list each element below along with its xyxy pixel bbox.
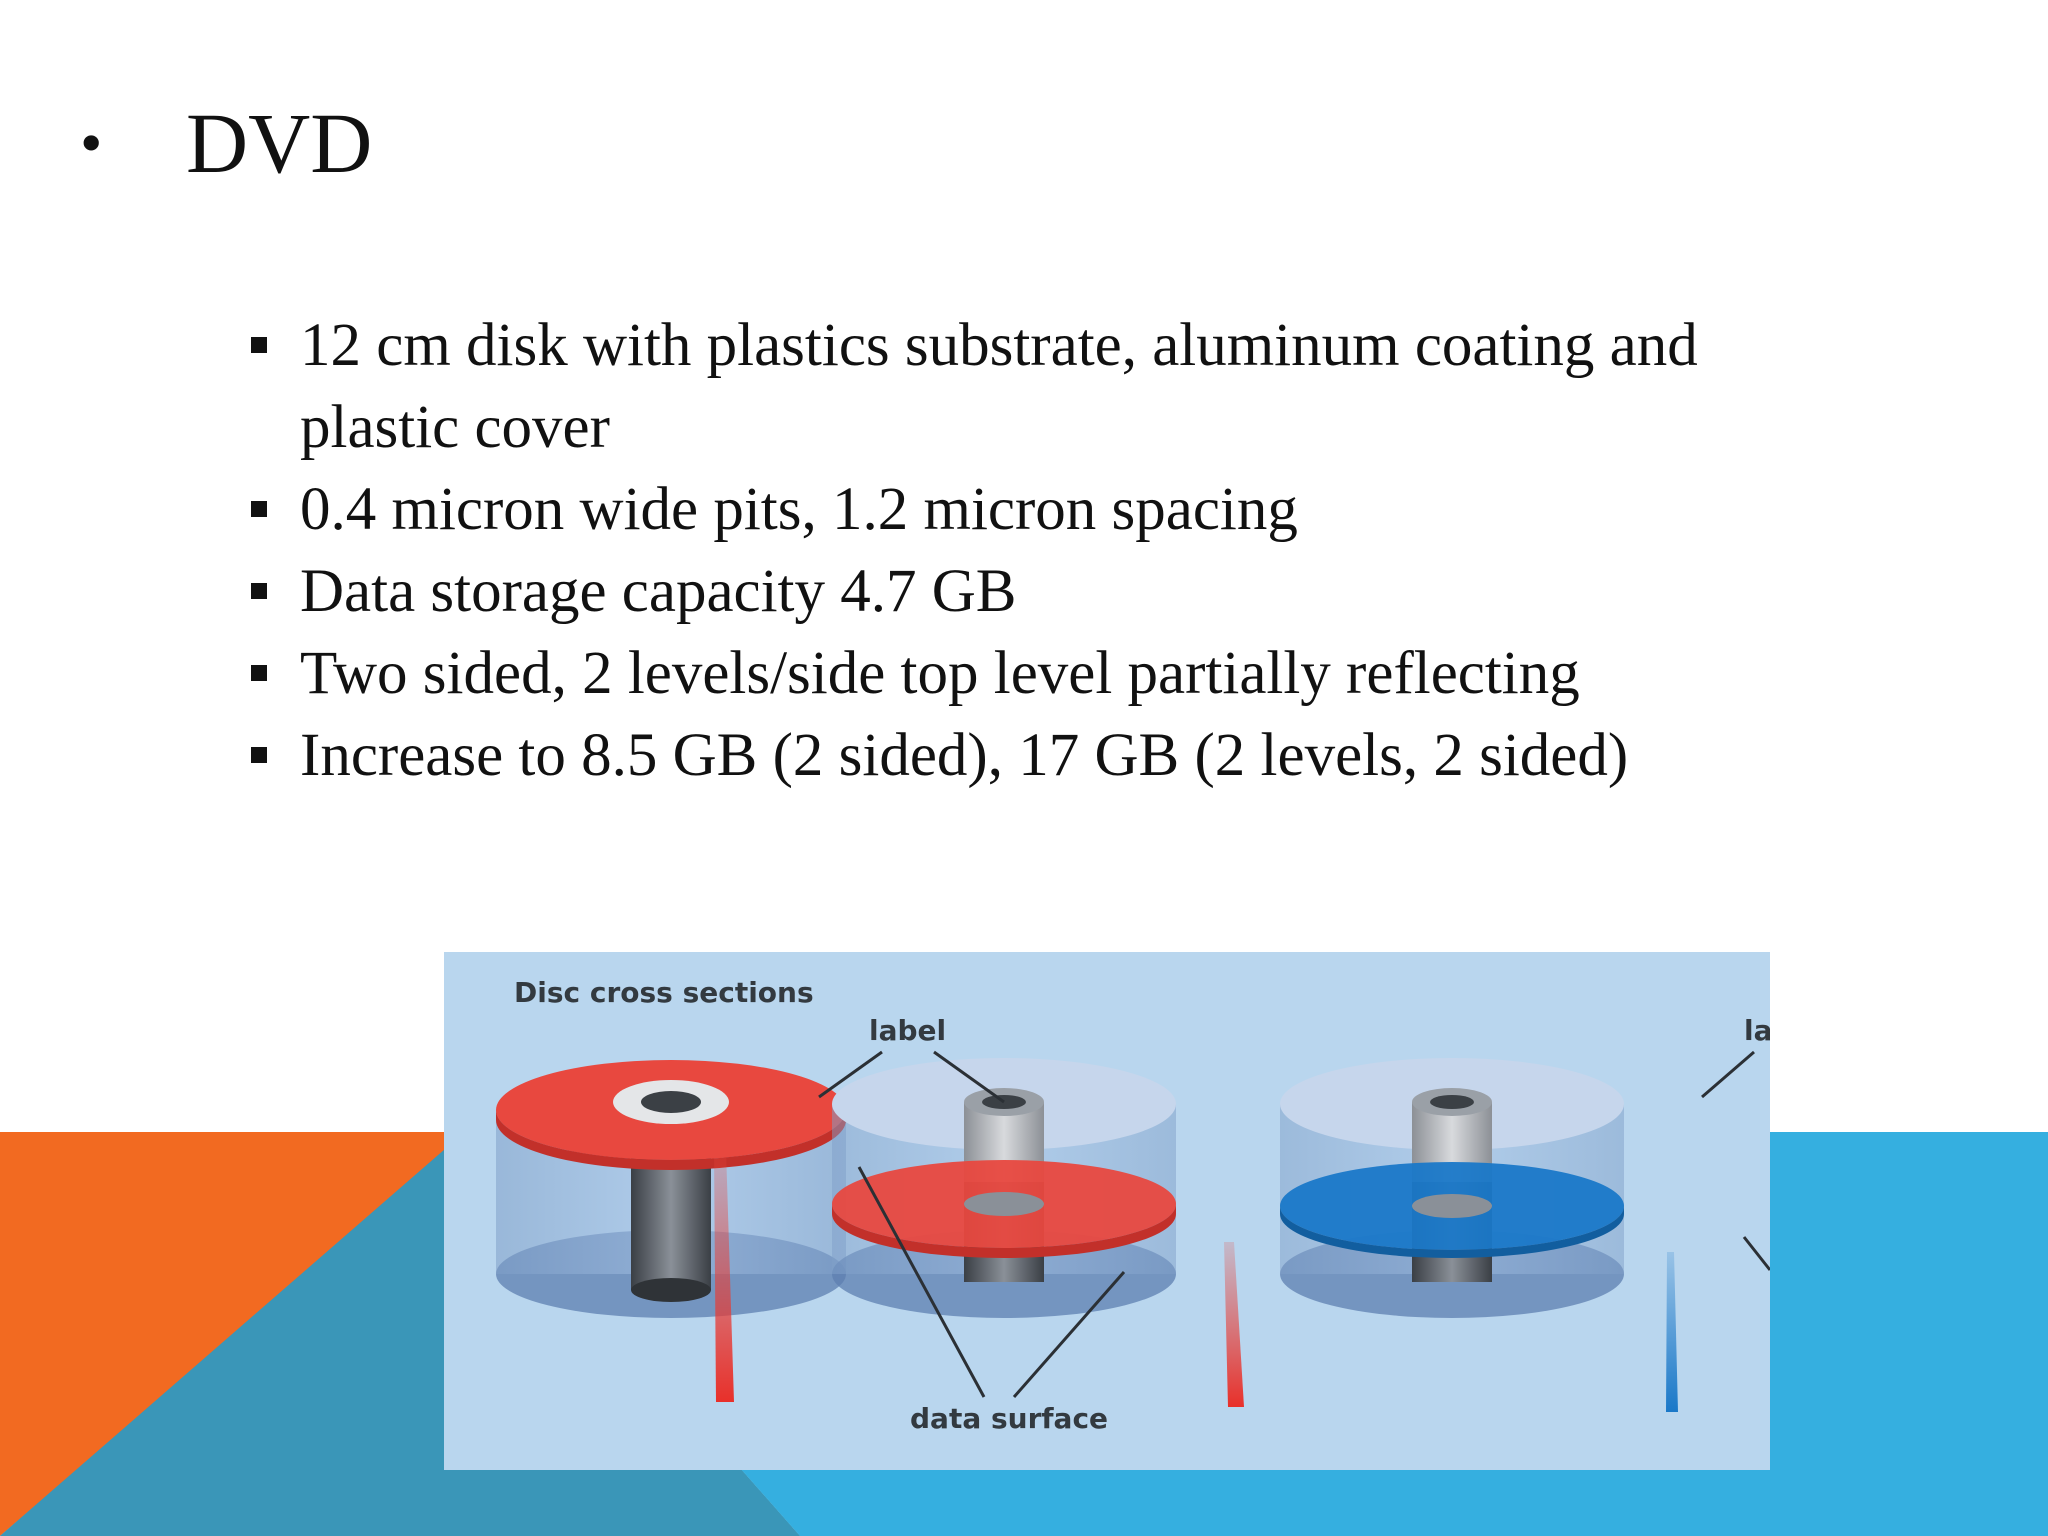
bullet-text: Increase to 8.5 GB (2 sided), 17 GB (2 l… [300, 722, 1629, 789]
title-bullet: • [80, 107, 103, 178]
bullet-list: 12 cm disk with plastics substrate, alum… [245, 305, 1845, 797]
bullet-text: 12 cm disk with plastics substrate, alum… [300, 312, 1698, 461]
slide-title: DVD [186, 95, 373, 191]
figure-heading: Disc cross sections [514, 976, 814, 1009]
bullet-text: 0.4 micron wide pits, 1.2 micron spacing [300, 476, 1298, 543]
square-bullet-icon [251, 337, 267, 353]
bullet-item: 12 cm disk with plastics substrate, alum… [245, 305, 1845, 469]
bullet-item: Two sided, 2 levels/side top level parti… [245, 633, 1845, 715]
cyan-band-shape [740, 1132, 2048, 1536]
bullet-item: 0.4 micron wide pits, 1.2 micron spacing [245, 469, 1845, 551]
square-bullet-icon [251, 583, 267, 599]
disc-cross-section-figure: Disc cross sections label la data surfac… [444, 952, 1770, 1470]
disc-dual-layer-red [832, 1058, 1244, 1407]
disc-illustration: Disc cross sections label la data surfac… [496, 976, 1770, 1435]
title-row: • DVD [80, 100, 372, 186]
callout-lines [818, 1050, 1770, 1398]
disc-dual-layer-blue [1280, 1058, 1678, 1412]
bullet-item: Data storage capacity 4.7 GB [245, 551, 1845, 633]
square-bullet-icon [251, 501, 267, 517]
bullet-text: Two sided, 2 levels/side top level parti… [300, 640, 1580, 707]
label-callout-right: la [1744, 1014, 1770, 1047]
data-surface-callout: data surface [910, 1402, 1108, 1435]
bullet-text: Data storage capacity 4.7 GB [300, 558, 1017, 625]
square-bullet-icon [251, 665, 267, 681]
square-bullet-icon [251, 747, 267, 763]
bullet-item: Increase to 8.5 GB (2 sided), 17 GB (2 l… [245, 715, 1845, 797]
label-callout: label [869, 1014, 946, 1047]
teal-band-shape [0, 1150, 800, 1536]
disc-single-layer [496, 1060, 846, 1402]
